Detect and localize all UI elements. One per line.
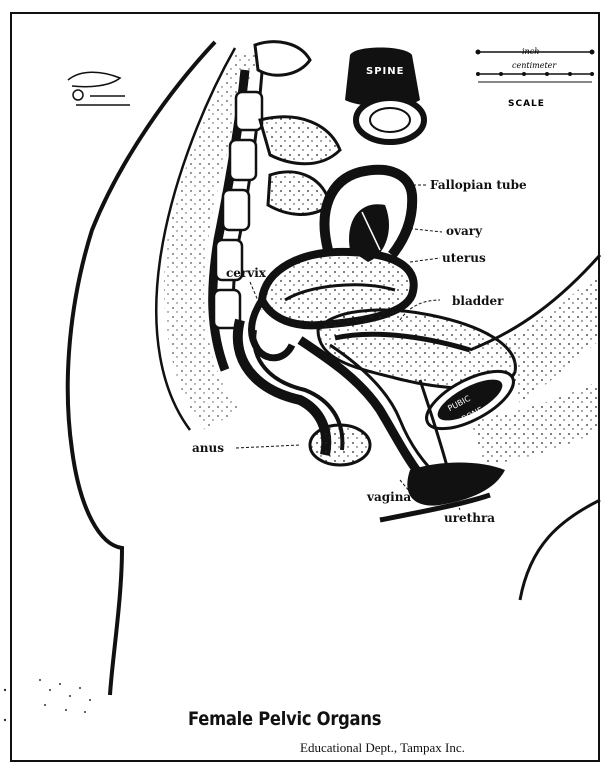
spine-bone [345, 48, 424, 143]
label-fallopian-tube: Fallopian tube [430, 179, 527, 191]
label-vagina: vagina [367, 491, 411, 503]
margin-speckle [4, 679, 91, 721]
label-uterus: uterus [442, 252, 486, 264]
spine-label: SPINE [366, 66, 404, 77]
label-urethra: urethra [444, 512, 495, 524]
label-ovary: ovary [446, 225, 482, 237]
artist-signature [68, 72, 130, 105]
scale-inch-label: inch [522, 47, 539, 56]
diagram-credit: Educational Dept., Tampax Inc. [300, 740, 465, 756]
abdominal-wall [505, 270, 600, 405]
scale-title: SCALE [508, 99, 545, 109]
label-cervix: cervix [226, 267, 266, 279]
diagram-title: Female Pelvic Organs [188, 708, 381, 730]
label-anus: anus [192, 442, 224, 454]
thigh-outline [520, 500, 600, 600]
scale-centimeter-label: centimeter [512, 61, 556, 70]
label-bladder: bladder [452, 295, 503, 307]
